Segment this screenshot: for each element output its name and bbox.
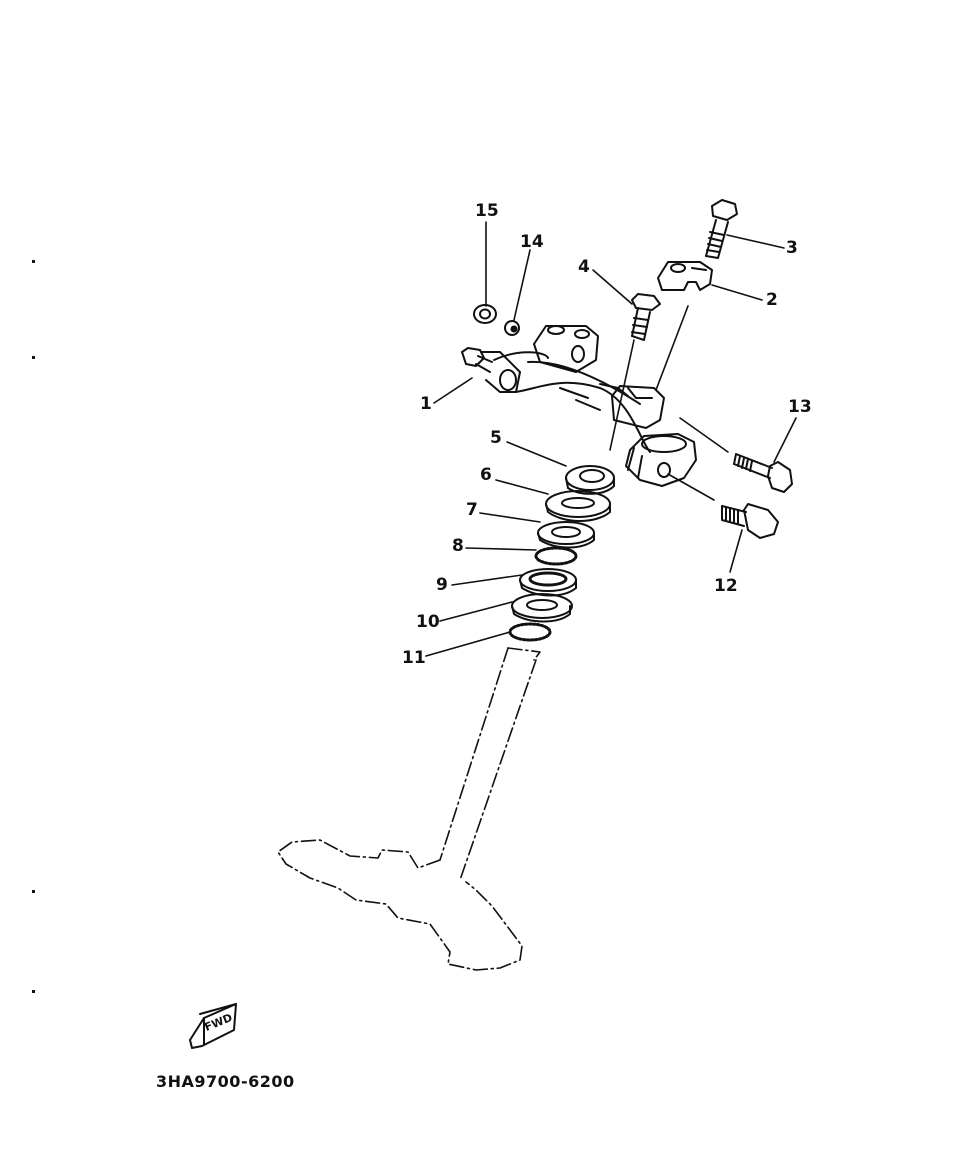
callout-7: 7 [466,500,478,520]
callout-11: 11 [402,648,426,668]
callout-6: 6 [480,465,492,485]
part-3-bolt [706,200,737,258]
part-8-ball-bearing [536,548,576,564]
steering-stem-phantom [278,648,540,970]
part-10-seal [512,594,572,622]
callout-13: 13 [788,397,812,417]
callout-4: 4 [578,257,590,277]
callout-15: 15 [475,201,499,221]
fwd-arrow-icon [190,1004,236,1048]
callout-3: 3 [786,238,798,258]
part-2-upper-holder [658,262,712,290]
callout-2: 2 [766,290,778,310]
part-13-bolt [734,454,792,492]
part-14-washer [505,321,519,335]
part-15-nut [474,305,496,323]
scan-dot [32,890,35,893]
part-9-bearing [520,569,576,596]
callout-5: 5 [490,428,502,448]
callout-1: 1 [420,394,432,414]
callout-8: 8 [452,536,464,556]
part-5-ring-nut [566,466,614,494]
part-6-washer [546,491,610,521]
callout-9: 9 [436,575,448,595]
part-4-bolt [632,294,660,340]
leader-lines [426,222,796,656]
part-1-bracket [462,326,696,486]
part-7-race [538,522,594,548]
callout-14: 14 [520,232,544,252]
scan-dot [32,990,35,993]
scan-dot [32,356,35,359]
part-12-bolt [722,504,778,538]
scan-dot [32,260,35,263]
part-11-ball-bearing [510,624,550,640]
callout-12: 12 [714,576,738,596]
part-code: 3HA9700-6200 [156,1072,295,1091]
callout-10: 10 [416,612,440,632]
